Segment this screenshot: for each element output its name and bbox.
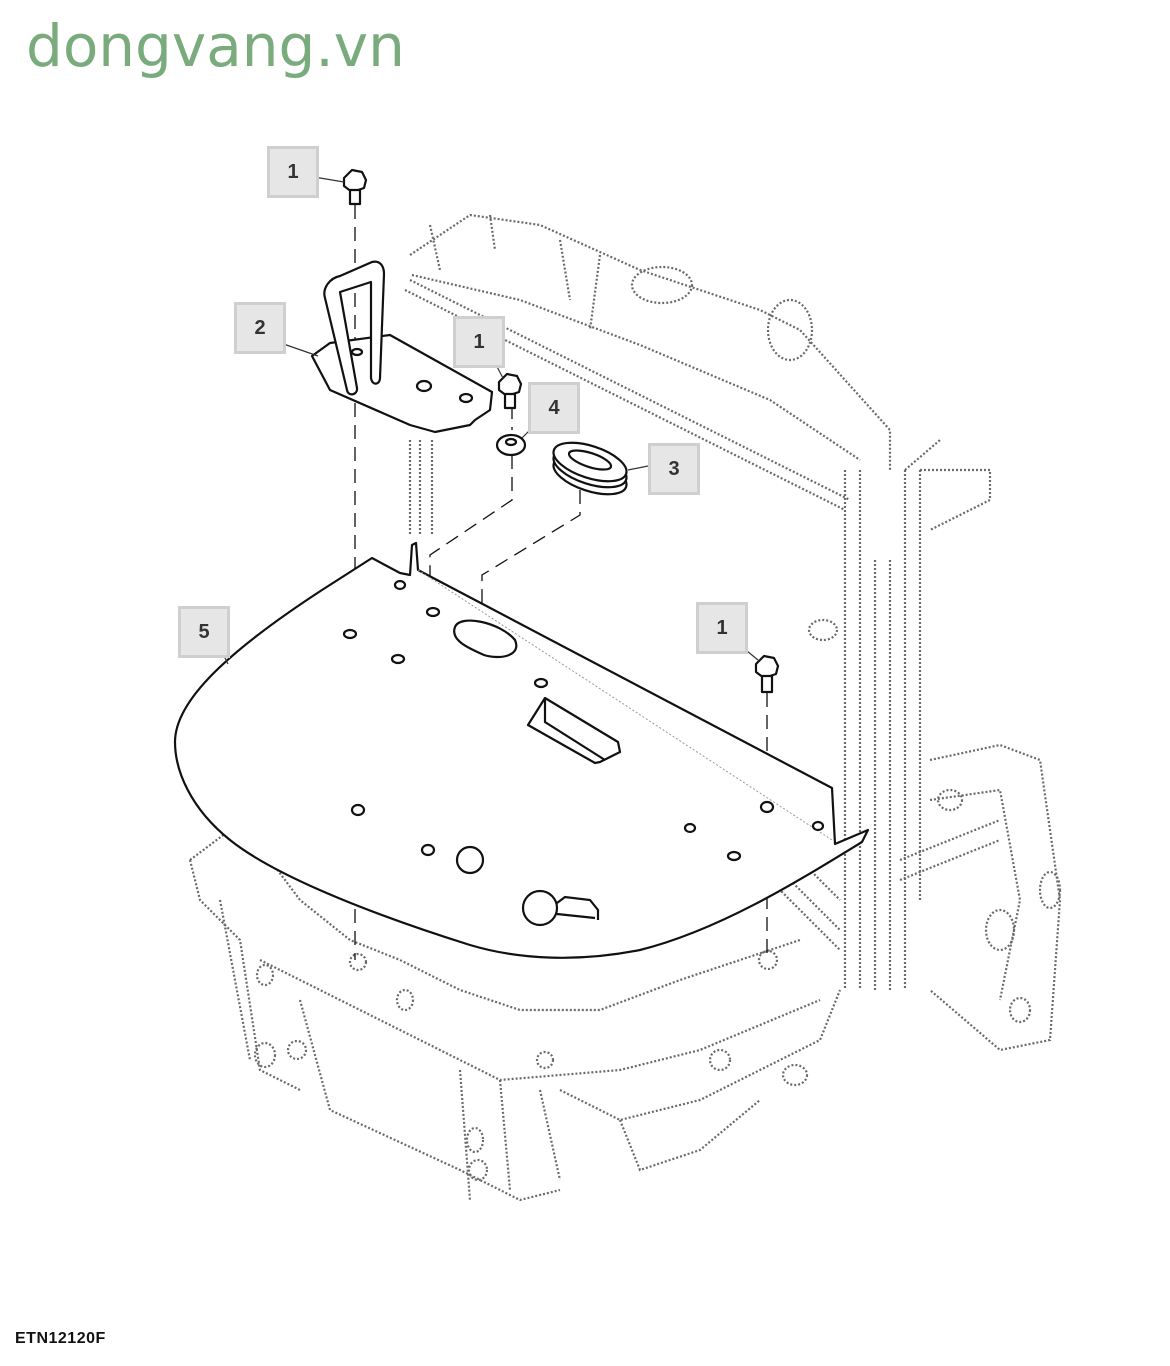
part-2-bracket: [310, 260, 494, 434]
callout-1-bolt-top: 1: [267, 146, 319, 198]
part-1-bolt-middle: [497, 372, 523, 410]
part-1-bolt-right: [754, 654, 780, 694]
figure-code: ETN12120F: [15, 1330, 106, 1347]
callout-5-shield-plate: 5: [178, 606, 230, 658]
callout-1-bolt-right: 1: [696, 602, 748, 654]
callout-leaders: [217, 175, 759, 665]
part-5-shield-plate: [173, 541, 870, 959]
watermark: dongvang.vn: [26, 12, 405, 80]
callout-1-bolt-middle: 1: [453, 316, 505, 368]
engine-frame-ghost: [188, 828, 842, 1202]
part-3-grommet: [552, 441, 628, 496]
part-1-bolt-top: [342, 168, 368, 206]
callout-4-washer: 4: [528, 382, 580, 434]
callout-3-grommet: 3: [648, 443, 700, 495]
callout-2-bracket: 2: [234, 302, 286, 354]
radiator-frame-ghost: [404, 213, 1062, 1052]
part-4-washer: [495, 433, 527, 457]
